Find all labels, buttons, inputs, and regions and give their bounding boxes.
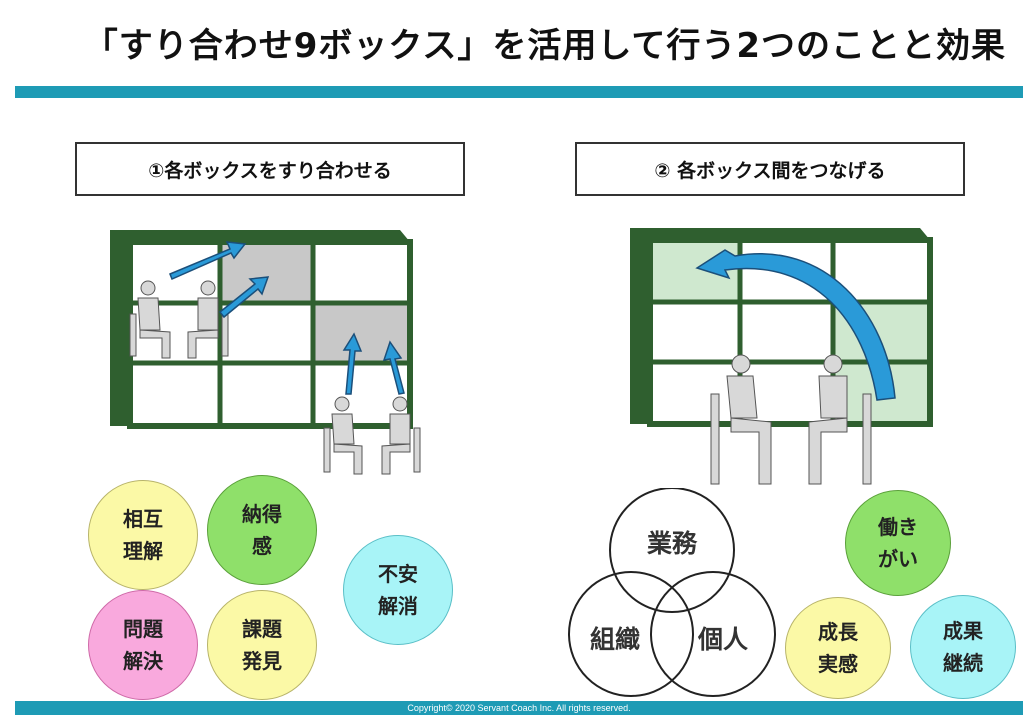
effect-bubble: 納得 感 — [207, 475, 317, 585]
effect-label: 成果 継続 — [943, 619, 983, 675]
curved-arrow-icon — [695, 249, 896, 401]
effect-bubble: 成果 継続 — [910, 595, 1016, 699]
effect-bubble: 相互 理解 — [88, 480, 198, 590]
people-conversation-icon — [323, 396, 421, 475]
effect-label: 納得 感 — [242, 502, 282, 558]
effect-bubble: 問題 解決 — [88, 590, 198, 700]
arrow-icon — [382, 340, 405, 395]
effect-bubble: 働き がい — [845, 490, 951, 596]
effect-label: 不安 解消 — [378, 562, 418, 618]
nine-box-grid-left — [110, 230, 421, 475]
copyright-text: Copyright© 2020 Servant Coach Inc. All r… — [407, 703, 631, 713]
effect-bubble: 不安 解消 — [343, 535, 453, 645]
venn-diagram: 業務 組織 個人 — [568, 488, 776, 697]
effect-label: 相互 理解 — [123, 507, 163, 563]
people-conversation-icon — [710, 354, 872, 485]
effect-label: 成長 実感 — [818, 620, 858, 676]
effect-label: 問題 解決 — [123, 617, 163, 673]
venn-label-work: 業務 — [647, 529, 698, 558]
people-conversation-icon — [129, 280, 229, 359]
effect-label: 課題 発見 — [242, 617, 282, 673]
effect-bubble: 成長 実感 — [785, 597, 891, 699]
venn-label-organization: 組織 — [590, 625, 640, 654]
effect-label: 働き がい — [878, 515, 918, 571]
venn-label-individual: 個人 — [697, 625, 748, 654]
effect-bubble: 課題 発見 — [207, 590, 317, 700]
arrow-icon — [218, 276, 270, 319]
nine-box-grid-right — [630, 228, 933, 485]
title-underline-bar — [15, 86, 1023, 98]
footer-bar: Copyright© 2020 Servant Coach Inc. All r… — [15, 701, 1023, 715]
section-heading-connect: ② 各ボックス間をつなげる — [575, 142, 965, 196]
page-title: 「すり合わせ9ボックス」を活用して行う2つのことと効果 — [83, 26, 1006, 66]
arrow-icon — [169, 241, 247, 280]
section-heading-align: ①各ボックスをすり合わせる — [75, 142, 465, 196]
arrow-icon — [342, 332, 363, 395]
